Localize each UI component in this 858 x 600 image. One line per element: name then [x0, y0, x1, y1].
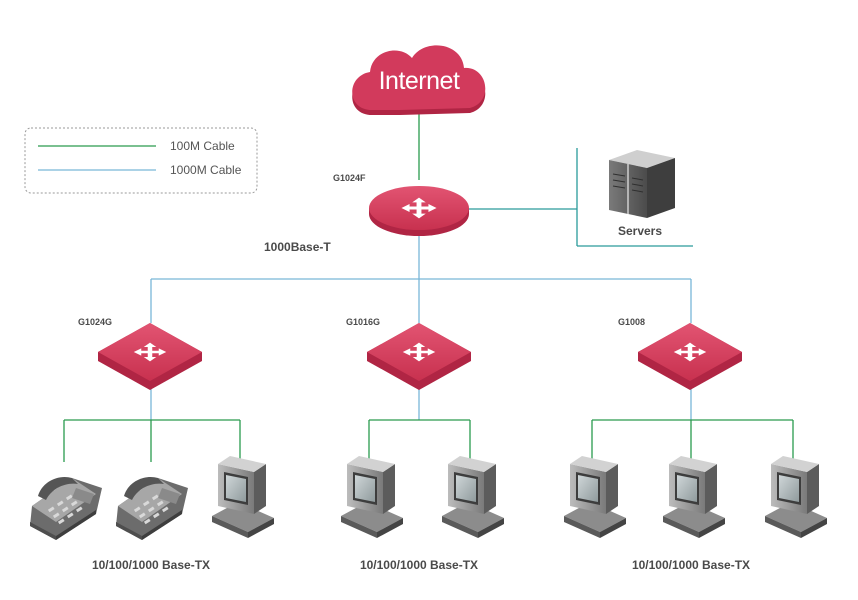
switch-3-icon [638, 323, 742, 390]
switch-2: G1016G [346, 317, 471, 390]
ports-label-switch-3: 10/100/1000 Base-TX [632, 558, 750, 572]
switch-1: G1024G [78, 317, 202, 390]
core-link-label: 1000Base-T [264, 240, 331, 254]
ports-label-switch-1: 10/100/1000 Base-TX [92, 558, 210, 572]
switch-1-icon [98, 323, 202, 390]
devices-switch-1 [30, 456, 274, 540]
devices-switch-3 [564, 456, 827, 538]
internet-cloud-icon: Internet [352, 45, 486, 115]
internet-label: Internet [379, 67, 460, 95]
desk-phone-icon [116, 476, 188, 540]
servers-group: Servers [608, 149, 676, 238]
desktop-pc-icon [564, 456, 626, 538]
servers-label: Servers [618, 224, 662, 238]
ports-label-switch-2: 10/100/1000 Base-TX [360, 558, 478, 572]
switch-3-model: G1008 [618, 317, 645, 327]
legend-label-100m: 100M Cable [170, 139, 235, 153]
devices-switch-2 [341, 456, 504, 538]
desktop-pc-icon [442, 456, 504, 538]
switch-1-model: G1024G [78, 317, 112, 327]
desktop-pc-icon [663, 456, 725, 538]
legend-border [24, 127, 258, 194]
core-switch-model: G1024F [333, 173, 366, 183]
desktop-pc-icon [212, 456, 274, 538]
legend: 100M Cable 1000M Cable [24, 127, 258, 194]
core-switch: G1024F 1000Base-T [264, 173, 469, 254]
switch-2-model: G1016G [346, 317, 380, 327]
server-icon [608, 149, 676, 219]
switch-2-icon [367, 323, 471, 390]
desk-phone-icon [30, 476, 102, 540]
switch-3: G1008 [618, 317, 742, 390]
desktop-pc-icon [765, 456, 827, 538]
desktop-pc-icon [341, 456, 403, 538]
legend-label-1000m: 1000M Cable [170, 163, 242, 177]
core-switch-icon [369, 186, 469, 236]
